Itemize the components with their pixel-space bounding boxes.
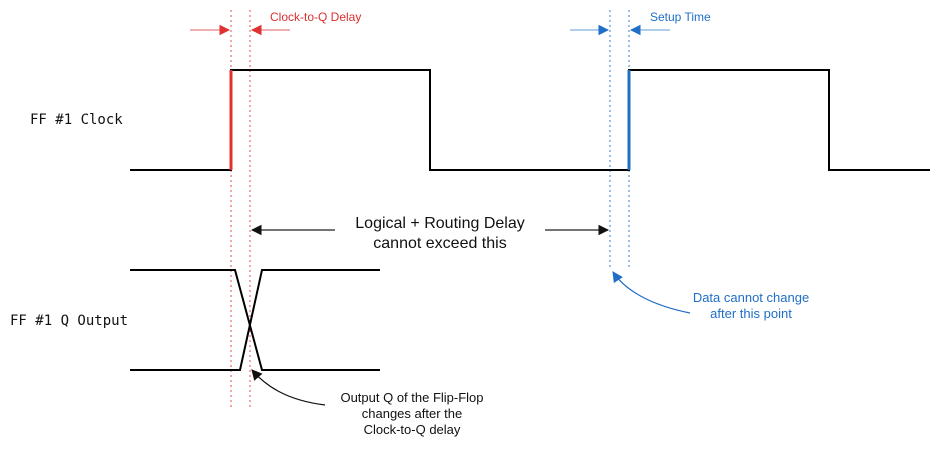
q-output-low-trace [130,269,380,371]
q-output-high-trace [130,269,380,371]
output-note-line1: Output Q of the Flip-Flop [340,390,483,405]
data-note-line1: Data cannot change [693,290,809,305]
clock-to-q-label: Clock-to-Q Delay [270,10,361,24]
routing-delay-line1: Logical + Routing Delay [355,215,524,232]
routing-delay-line2: cannot exceed this [373,235,506,252]
data-note-line2: after this point [710,306,792,321]
setup-time-label: Setup Time [650,10,711,24]
data-note-pointer [612,271,691,314]
q-output-signal-label: FF #1 Q Output [10,313,128,329]
output-note-line3: Clock-to-Q delay [364,422,461,437]
output-note-line2: changes after the [362,406,462,421]
output-note-pointer [251,369,326,406]
clock-signal-label: FF #1 Clock [30,112,123,128]
